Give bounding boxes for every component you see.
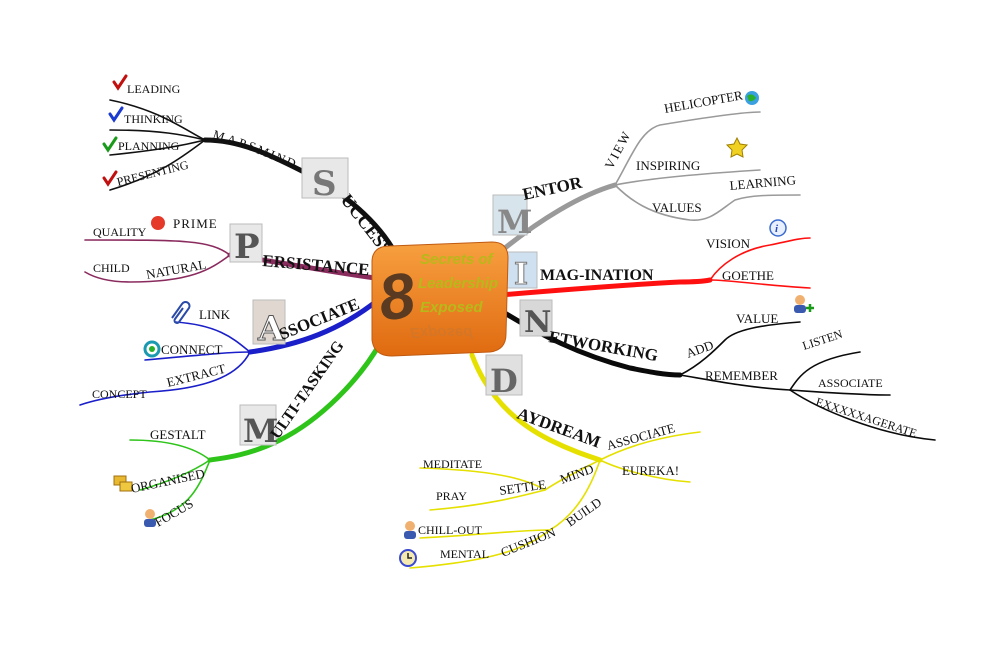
sub-cushion: CUSHION (499, 524, 559, 560)
imagination-letter: I (514, 257, 528, 292)
clock-icon (399, 549, 417, 567)
branch-associate (79, 297, 381, 406)
center-line-1: Secrets of (420, 251, 495, 268)
check-icon-green (102, 136, 118, 153)
leaf-listen: LISTEN (801, 327, 845, 353)
add-user-icon (794, 295, 814, 313)
leaf-meditate: MEDITATE (423, 457, 482, 471)
success-check-icons (102, 74, 128, 187)
check-icon-blue (108, 106, 124, 123)
associate-image (252, 299, 286, 345)
center-line-2: Leadership (418, 275, 498, 292)
star-icon (725, 136, 749, 158)
mentor-letter: M (497, 203, 532, 241)
mentor-image (492, 194, 528, 236)
sub-build: BUILD (563, 494, 604, 529)
globe-icon (745, 91, 759, 105)
sub-inspiring: INSPIRING (636, 158, 700, 173)
folders-icon (113, 475, 133, 492)
imagination-image (506, 251, 538, 289)
sub-maps: MAPS (211, 127, 261, 156)
leaf-concept: CONCEPT (92, 387, 147, 401)
sub-add: ADD (684, 337, 716, 361)
paperclip-icon (171, 301, 191, 324)
multitasking-letter: M (243, 412, 278, 450)
center-line-3: Exposed (420, 299, 483, 316)
daydream-image (485, 354, 523, 396)
svg-text:i: i (775, 223, 779, 235)
sub-view: VIEW (601, 127, 634, 171)
check-icon-red (112, 74, 128, 91)
branch-mentor (502, 111, 801, 251)
person-icon (144, 509, 156, 527)
leaf-chill-out: CHILL-OUT (418, 523, 483, 537)
multitasking-image (239, 404, 277, 446)
leaf-planning: PLANNING (118, 139, 180, 153)
leaf-mental: MENTAL (440, 547, 489, 561)
leaf-helicopter: HELICOPTER (663, 87, 744, 116)
branch-imagination (497, 237, 811, 298)
branch-label-multitasking: ULTI-TASKING (267, 337, 348, 442)
sub-gestalt: GESTALT (150, 427, 206, 442)
leaf-child: CHILD (93, 261, 130, 275)
branch-label-persistance: ERSISTANCE (262, 251, 371, 279)
branch-daydream (409, 352, 701, 569)
center-reflection: Exposed (410, 324, 473, 341)
leaf-eureka: EUREKA! (622, 463, 679, 478)
success-image (301, 157, 349, 199)
leaf-thinking: THINKING (124, 112, 183, 126)
leaf-presenting: PRESENTING (115, 158, 190, 189)
central-topic: 8 Secrets of Leadership Exposed Exposed (371, 241, 509, 357)
branch-multitasking (129, 337, 385, 521)
leaf-learning: LEARNING (729, 172, 796, 193)
leaf-associate-dd: ASSOCIATE (605, 420, 677, 453)
sub-link: LINK (199, 307, 231, 322)
branch-success (109, 99, 403, 265)
leaf-pray: PRAY (436, 489, 467, 503)
sub-connect: CONNECT (161, 342, 222, 357)
sub-vision: VISION (706, 236, 751, 251)
associate-letter: A (257, 309, 285, 349)
persistance-image (229, 223, 263, 263)
leaf-exaggerate: EXXXXXAGERATE (814, 395, 918, 441)
person-icon (404, 521, 416, 539)
success-letter: S (312, 164, 337, 204)
sub-prime: PRIME (173, 216, 218, 231)
leaf-value: VALUE (736, 311, 778, 326)
quality-badge-icon (151, 216, 165, 230)
sub-settle: SETTLE (498, 477, 547, 498)
sub-values: VALUES (652, 200, 702, 215)
sub-remember: REMEMBER (705, 368, 778, 383)
leaf-quality: QUALITY (93, 225, 147, 239)
sub-mind: MIND (255, 142, 300, 172)
info-icon: i (769, 219, 787, 237)
leaf-leading: LEADING (127, 82, 181, 96)
sub-goethe: GOETHE (722, 268, 774, 283)
persistance-letter: P (234, 227, 260, 267)
check-icon-red (102, 170, 118, 187)
daydream-letter: D (490, 362, 518, 400)
networking-image (519, 299, 553, 337)
leaf-associate-nw: ASSOCIATE (818, 376, 883, 390)
sub-focus: FOCUS (152, 496, 196, 530)
branch-label-imagination: MAG-INATION (540, 267, 654, 284)
refresh-icon (143, 340, 161, 358)
networking-letter: N (524, 305, 551, 340)
